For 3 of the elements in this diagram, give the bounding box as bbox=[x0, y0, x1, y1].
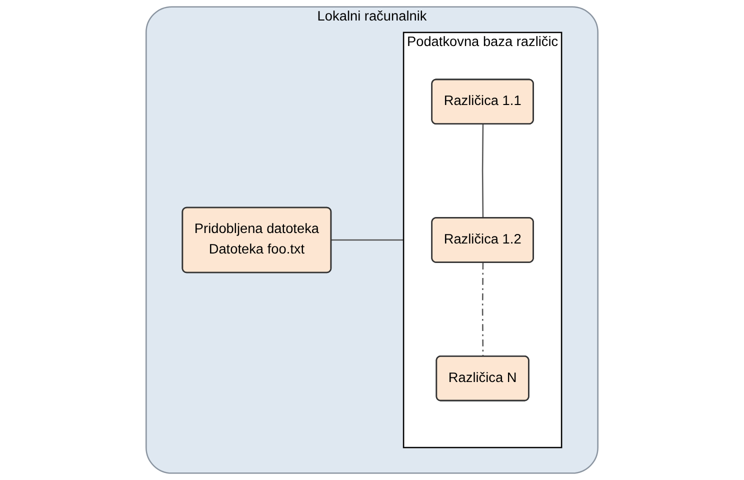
connector bbox=[482, 262, 484, 357]
connector bbox=[330, 239, 404, 241]
connector bbox=[482, 124, 484, 218]
